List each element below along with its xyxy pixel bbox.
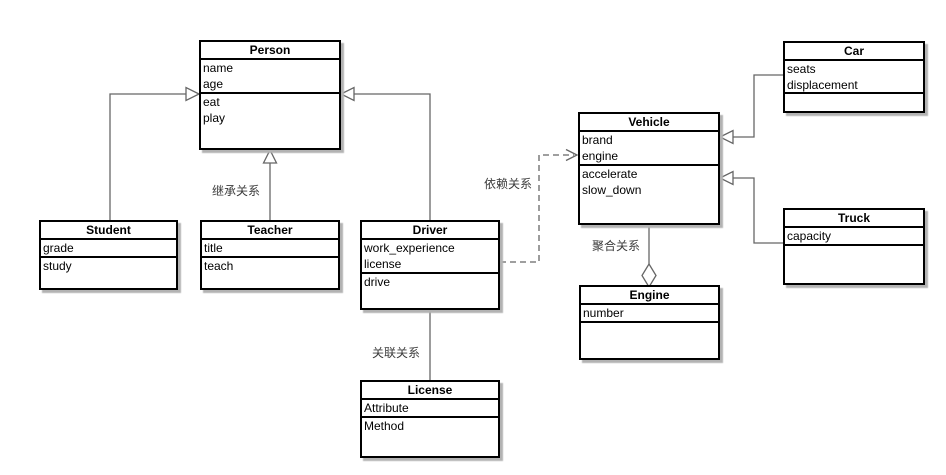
class-car: Car seats displacement [783,41,925,113]
class-driver-attributes: work_experience license [362,240,498,274]
attribute-row: displacement [787,78,858,92]
attribute-row: age [203,77,224,91]
attribute-row: number [583,306,624,320]
class-driver-title: Driver [362,222,498,240]
class-student: Student grade study [39,220,178,290]
class-vehicle-methods: accelerate slow_down [580,166,718,223]
class-teacher: Teacher title teach [200,220,340,290]
class-person-methods: eat play [201,94,339,148]
dependency-edge-label: 依赖关系 [484,177,533,191]
attribute-row: work_experience [364,241,455,255]
attribute-row: capacity [787,229,832,243]
method-row: slow_down [582,183,642,197]
class-driver-methods: drive [362,274,498,308]
class-vehicle-attributes: brand engine [580,132,718,166]
class-student-attributes: grade [41,240,176,258]
method-row: eat [203,95,220,109]
attribute-row: Attribute [364,401,409,415]
class-engine-title: Engine [581,287,718,305]
method-row: Method [364,419,405,433]
edge-inheritance-teacher-person [262,148,278,220]
class-student-title: Student [41,222,176,240]
attribute-row: seats [787,62,816,76]
attribute-row: license [364,257,402,271]
method-row: teach [204,259,234,273]
class-license: License Attribute Method [360,380,500,458]
edge-dependency-driver-vehicle [500,148,579,263]
method-row: play [203,111,226,125]
attribute-row: grade [43,241,74,255]
class-teacher-methods: teach [202,258,338,288]
class-truck-title: Truck [785,210,923,228]
class-truck-attributes: capacity [785,228,923,246]
class-vehicle-title: Vehicle [580,114,718,132]
attribute-row: engine [582,149,619,163]
class-driver: Driver work_experience license drive [360,220,500,310]
class-student-methods: study [41,258,176,288]
attribute-row: name [203,61,234,75]
class-teacher-attributes: title [202,240,338,258]
class-license-title: License [362,382,498,400]
class-engine-methods [581,323,718,358]
attribute-row: title [204,241,223,255]
edge-inheritance-student-person [109,86,201,220]
class-person-title: Person [201,42,339,60]
edge-inheritance-driver-person [339,86,431,220]
attribute-row: brand [582,133,613,147]
class-car-attributes: seats displacement [785,61,923,94]
association-edge-label: 关联关系 [372,346,421,360]
class-license-methods: Method [362,418,498,456]
class-engine: Engine number [579,285,720,360]
method-row: drive [364,275,391,289]
class-person: Person name age eat play [199,40,341,150]
class-car-title: Car [785,43,923,61]
class-license-attributes: Attribute [362,400,498,418]
aggregation-edge-label: 聚合关系 [592,239,641,253]
class-engine-attributes: number [581,305,718,323]
class-person-attributes: name age [201,60,339,94]
edge-inheritance-car-vehicle [718,74,783,145]
class-teacher-title: Teacher [202,222,338,240]
class-car-methods [785,94,923,111]
class-truck-methods [785,246,923,283]
class-truck: Truck capacity [783,208,925,285]
edge-inheritance-truck-vehicle [718,170,783,244]
method-row: study [43,259,72,273]
class-vehicle: Vehicle brand engine accelerate slow_dow… [578,112,720,225]
method-row: accelerate [582,167,638,181]
inheritance-edge-label: 继承关系 [212,184,261,198]
edge-aggregation-vehicle-engine [641,225,657,289]
